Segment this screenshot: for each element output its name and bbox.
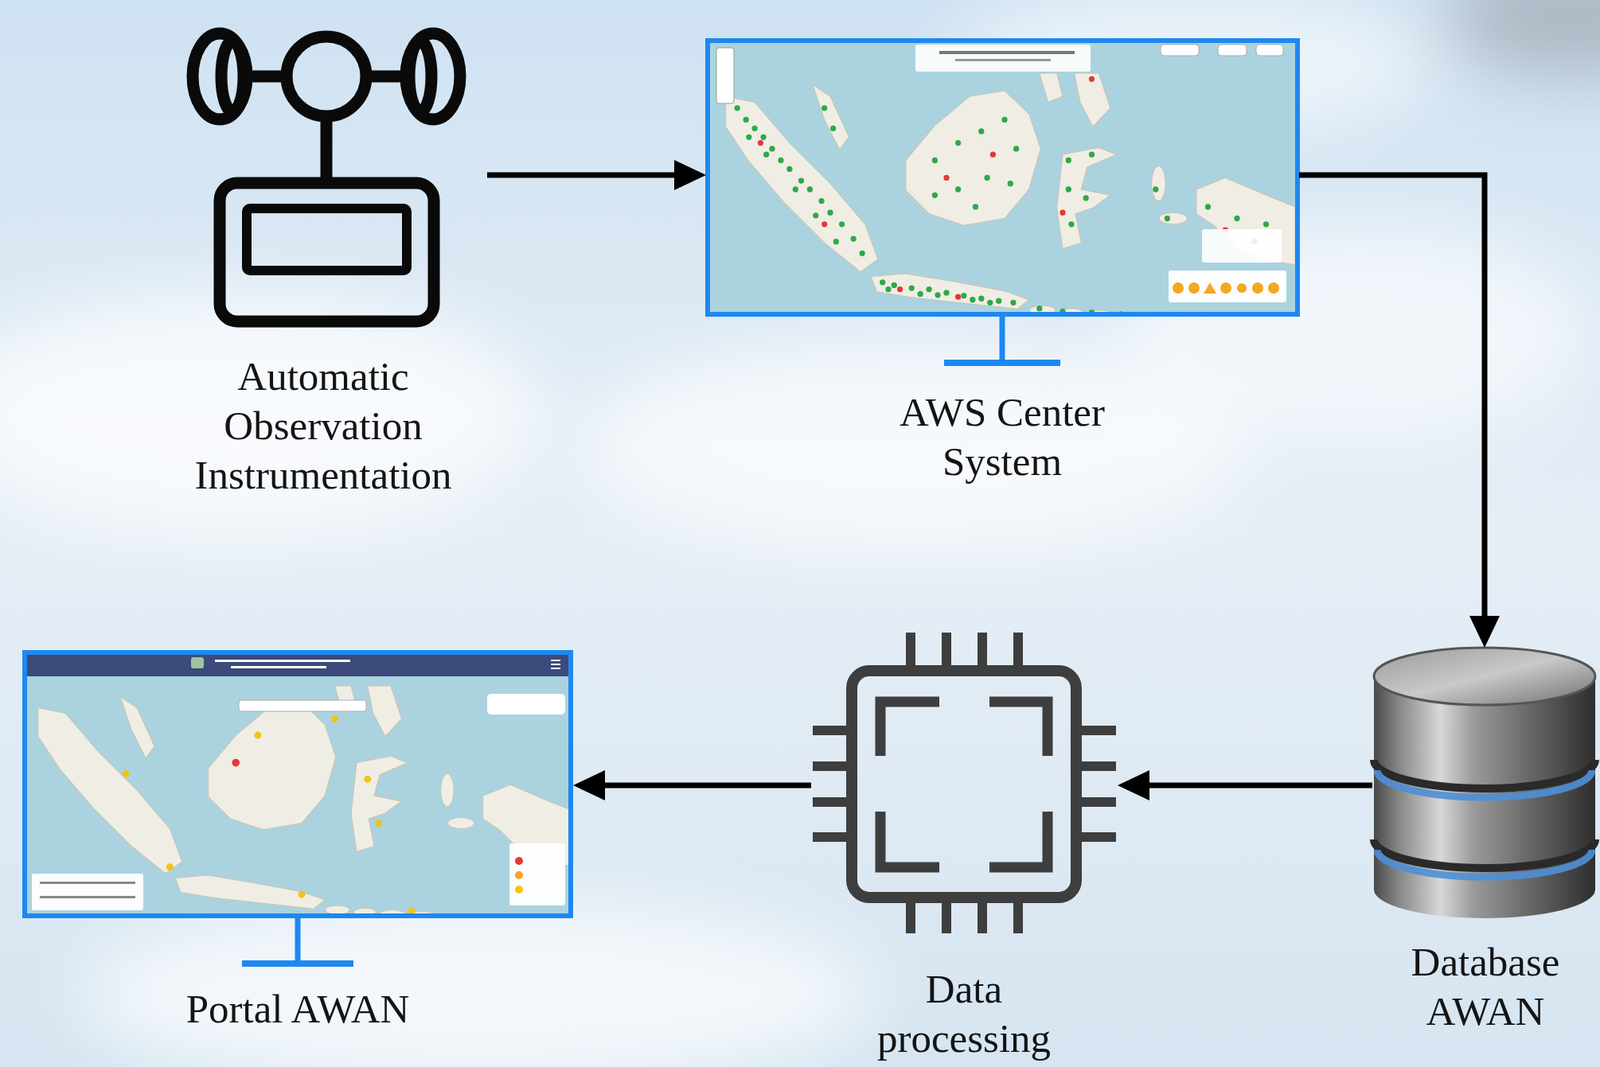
- node-label: AWS Center System: [870, 387, 1134, 487]
- arrow-head: [674, 160, 707, 191]
- connector-line: [601, 783, 812, 789]
- node-label: Database AWAN: [1389, 937, 1581, 1037]
- processor-chip-icon: [812, 632, 1117, 934]
- diagram-node: Database AWAN: [1372, 647, 1597, 1039]
- anemometer-icon: [192, 33, 461, 322]
- diagram-node: Portal AWAN: [22, 650, 574, 1041]
- node-label: Data processing: [848, 964, 1080, 1064]
- node-label: Automatic Observation Instrumentation: [159, 351, 488, 500]
- diagram-node: Automatic Observation Instrumentation: [159, 25, 488, 507]
- arrow-head: [1117, 770, 1150, 801]
- connector-line: [1146, 783, 1373, 789]
- flow-arrow: [1299, 175, 1500, 648]
- flow-arrow: [1117, 770, 1373, 801]
- diagram-node: Data processing: [811, 632, 1118, 1066]
- portal-monitor: [24, 652, 577, 968]
- aws-center-monitor: [707, 40, 1298, 367]
- arrow-head: [573, 770, 605, 801]
- arrow-head: [1469, 616, 1500, 648]
- flow-arrow: [573, 770, 812, 801]
- connector-line: [1299, 175, 1485, 620]
- flow-arrow: [487, 160, 707, 191]
- node-label: Portal AWAN: [122, 984, 473, 1035]
- diagram-node: AWS Center System: [706, 39, 1300, 490]
- connector-line: [487, 172, 678, 179]
- database-icon: [1373, 647, 1596, 919]
